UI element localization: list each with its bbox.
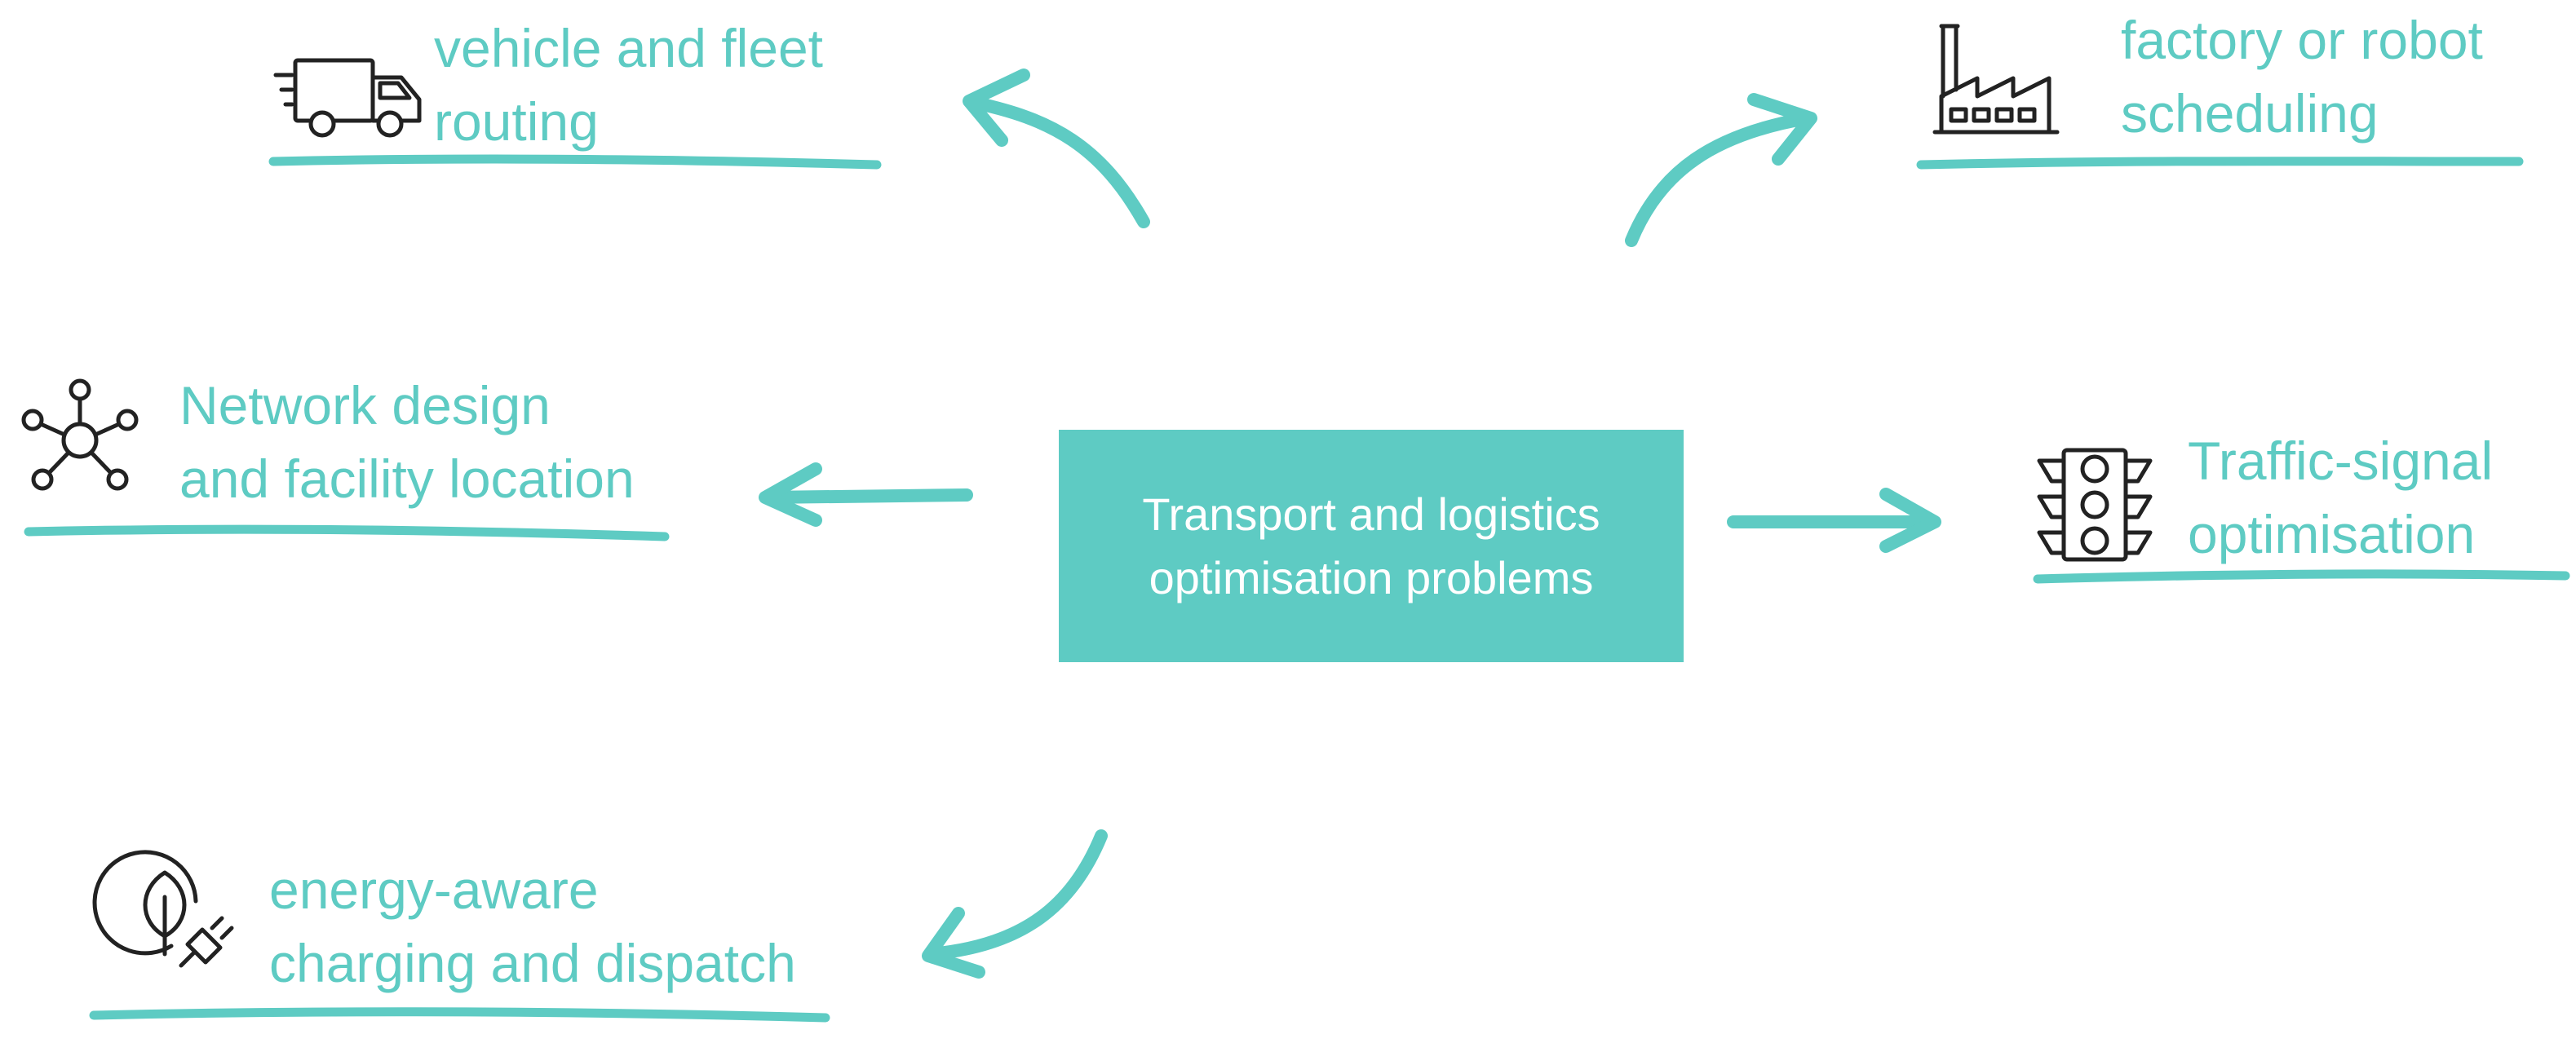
node-energy-charging-line2: charging and dispatch	[269, 933, 796, 993]
arrow-to-factory-scheduling	[1625, 112, 1813, 247]
arrow-to-vehicle-routing	[964, 95, 1150, 228]
factory-icon	[1932, 24, 2060, 135]
arrow-to-energy-charging	[923, 829, 1108, 961]
arrow-to-network-design	[760, 488, 973, 504]
underline-network-design	[24, 524, 670, 541]
underline-traffic-signal	[2033, 569, 2570, 584]
underline-energy-charging	[89, 1007, 830, 1023]
delivery-truck-icon	[273, 58, 422, 138]
center-topic-box: Transport and logistics optimisation pro…	[1059, 430, 1684, 662]
node-factory-scheduling-line2: scheduling	[2121, 83, 2379, 144]
arrowhead-network-design	[759, 462, 822, 527]
node-vehicle-routing: vehicle and fleet routing	[434, 11, 823, 158]
node-factory-scheduling-line1: factory or robot	[2121, 10, 2483, 70]
center-topic-line2: optimisation problems	[1149, 551, 1594, 603]
node-vehicle-routing-line1: vehicle and fleet	[434, 18, 823, 78]
network-hub-icon	[21, 378, 139, 491]
underline-factory-scheduling	[1916, 157, 2524, 170]
node-traffic-signal-line2: optimisation	[2188, 504, 2476, 564]
arrowhead-traffic-signal	[1879, 488, 1941, 553]
traffic-light-icon	[2037, 448, 2153, 562]
underline-vehicle-routing	[268, 154, 882, 170]
node-vehicle-routing-line2: routing	[434, 91, 599, 152]
node-factory-scheduling: factory or robot scheduling	[2121, 3, 2483, 150]
node-network-design: Network design and facility location	[179, 369, 635, 515]
eco-plug-icon	[92, 850, 234, 968]
node-energy-charging: energy-aware charging and dispatch	[269, 853, 796, 1000]
center-topic-line1: Transport and logistics	[1142, 488, 1600, 540]
node-traffic-signal-line1: Traffic-signal	[2188, 431, 2494, 491]
arrowhead-vehicle-routing	[963, 69, 1030, 147]
node-network-design-line1: Network design	[179, 375, 551, 435]
arrowhead-energy-charging	[922, 907, 985, 979]
node-network-design-line2: and facility location	[179, 449, 635, 509]
node-energy-charging-line1: energy-aware	[269, 860, 599, 920]
node-traffic-signal: Traffic-signal optimisation	[2188, 424, 2493, 571]
arrowhead-factory-scheduling	[1747, 93, 1817, 166]
